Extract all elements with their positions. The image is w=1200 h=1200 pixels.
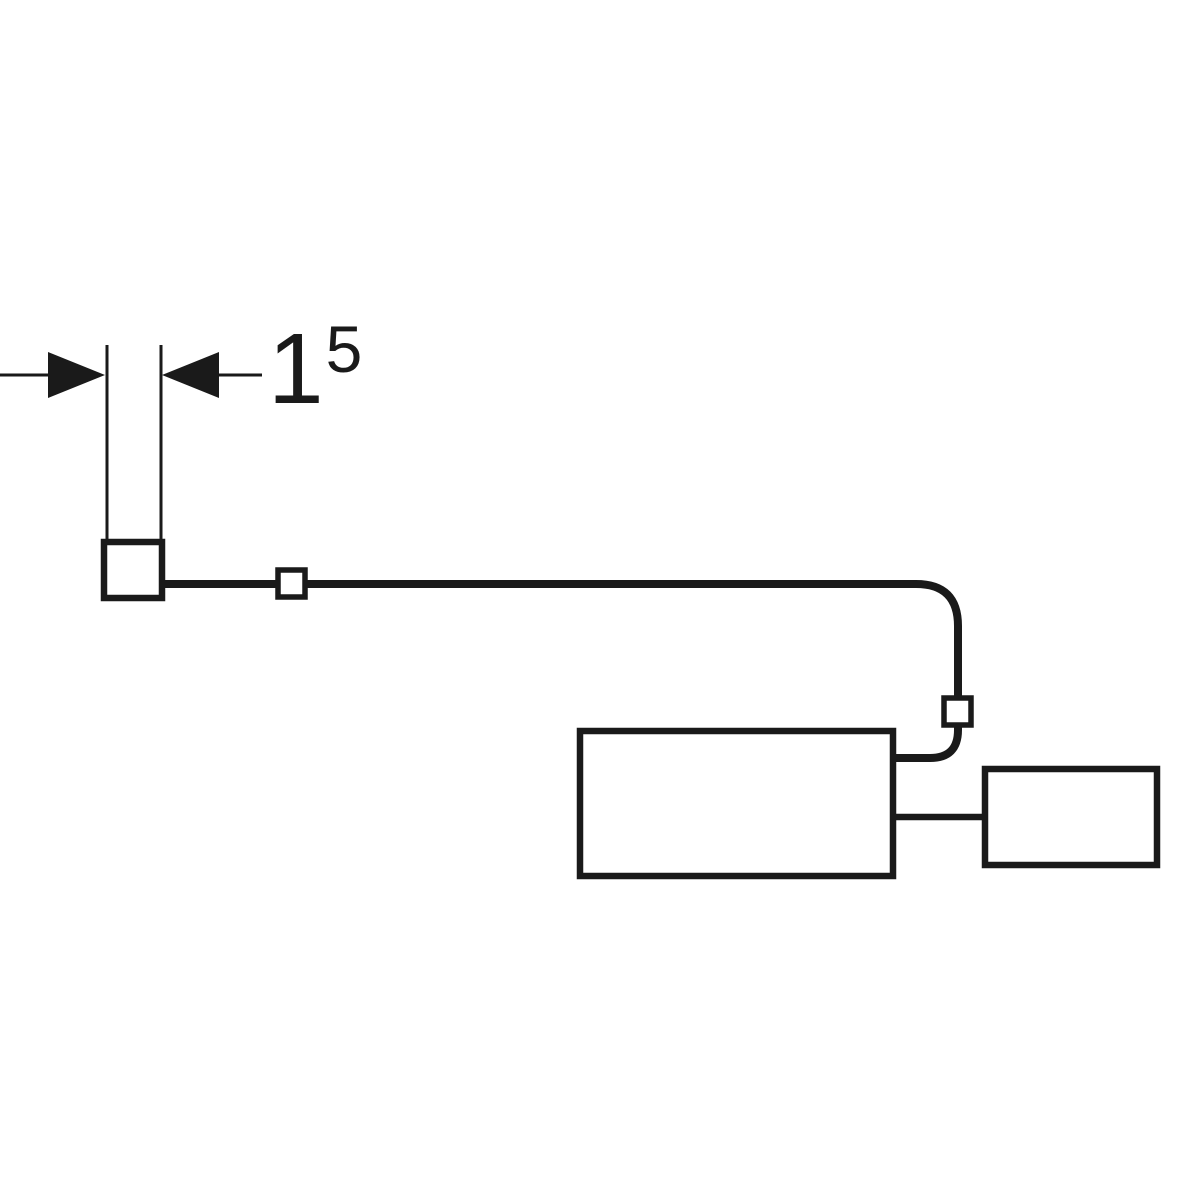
power-supply-box [981,765,1161,869]
cable [162,580,962,762]
dimension-arrow-right-icon [162,352,219,398]
dimension-annotation: 15 [0,312,362,542]
dimension-arrow-left-icon [48,352,105,398]
dimension-label: 15 [268,312,362,425]
dimension-superscript: 5 [326,312,363,386]
wall-box [100,538,166,602]
dimension-value: 1 [268,313,324,425]
control-unit-box [576,727,897,880]
cable-connector-vertical [941,695,974,728]
cable-connector-horizontal [275,567,308,600]
